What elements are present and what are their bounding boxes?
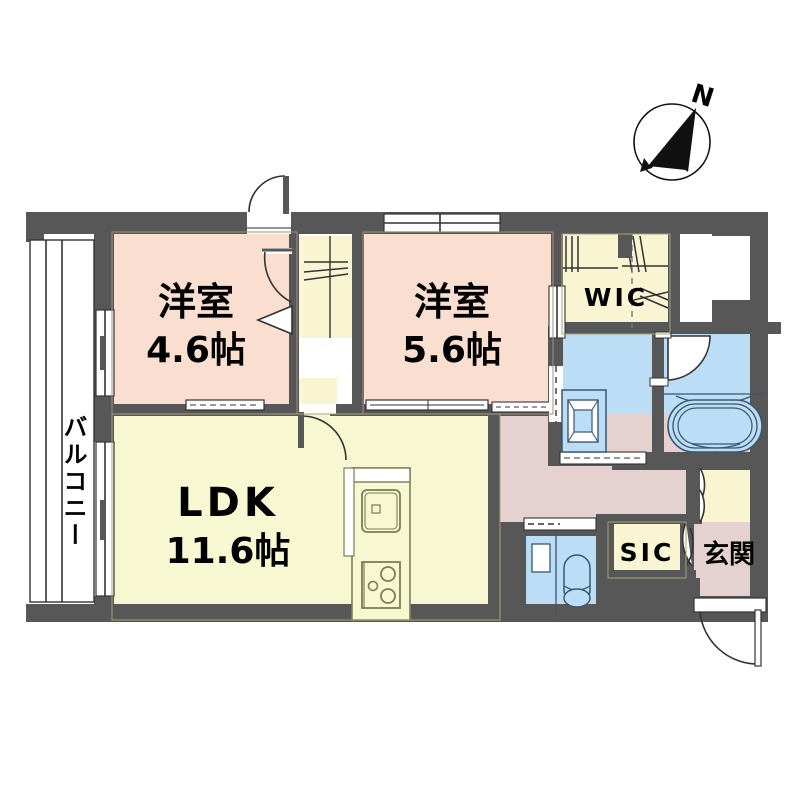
- sliding-door-bedroom-b-bottom: [365, 399, 489, 411]
- door-toilet: [523, 517, 597, 531]
- label-bedroom-a-name: 洋室: [158, 280, 234, 324]
- washbasin-vanity: [561, 389, 607, 453]
- door-bedroom-a: [262, 248, 292, 303]
- window-bedroom-b-top: [383, 213, 501, 233]
- label-sic: SIC: [620, 538, 675, 567]
- room-fill-ldk-main: [112, 414, 500, 620]
- kitchen-counter: [343, 467, 411, 621]
- room-fill-sic: [608, 522, 686, 578]
- balcony-glazing: [29, 239, 95, 603]
- kitchen-sink: [361, 489, 401, 533]
- door-genkan-closet: [699, 467, 706, 523]
- label-bedroom-b-area: 5.6帖: [402, 330, 502, 371]
- entrance-door: [693, 597, 767, 667]
- label-wic: WIC: [584, 283, 648, 312]
- door-bathroom: [649, 331, 711, 387]
- door-top-left: [247, 175, 291, 234]
- label-genkan: 玄関: [703, 539, 755, 570]
- door-washroom: [559, 451, 647, 465]
- fixtures: [343, 389, 764, 621]
- room-fill-closet-mid: [297, 236, 355, 338]
- door-bedroom-b-right: [548, 285, 566, 339]
- room-fill-wic: [562, 234, 670, 334]
- compass-needle-main: [648, 108, 696, 170]
- label-bedroom-a-area: 4.6帖: [146, 330, 246, 371]
- room-labels: 洋室 4.6帖 洋室 5.6帖 LDK 11.6帖 WIC SIC 玄関 バルコ…: [59, 280, 755, 572]
- toilet: [531, 530, 591, 614]
- wic-pillar: [618, 234, 632, 258]
- label-bedroom-b-name: 洋室: [414, 280, 490, 324]
- closet-door-bedroom-a: [255, 304, 293, 336]
- door-ldk-hall: [298, 404, 347, 461]
- window-ldk-left: [95, 441, 115, 597]
- door-sic: [681, 521, 694, 567]
- sliding-door-bedroom-a-bottom: [185, 399, 265, 411]
- room-outlines: [111, 231, 687, 621]
- room-fill-bedroom-b: [363, 232, 553, 414]
- kitchen-stove: [361, 561, 401, 609]
- door-hall-bedroomb: [491, 401, 553, 413]
- bathtub: [664, 393, 764, 453]
- label-balcony: バルコニー: [59, 415, 87, 550]
- closet-rod-marks: [303, 236, 349, 338]
- label-ldk-area: 11.6帖: [166, 531, 291, 572]
- compass-rose: N: [633, 79, 717, 181]
- window-bedroom-a: [95, 309, 115, 397]
- label-ldk-name: LDK: [177, 480, 279, 526]
